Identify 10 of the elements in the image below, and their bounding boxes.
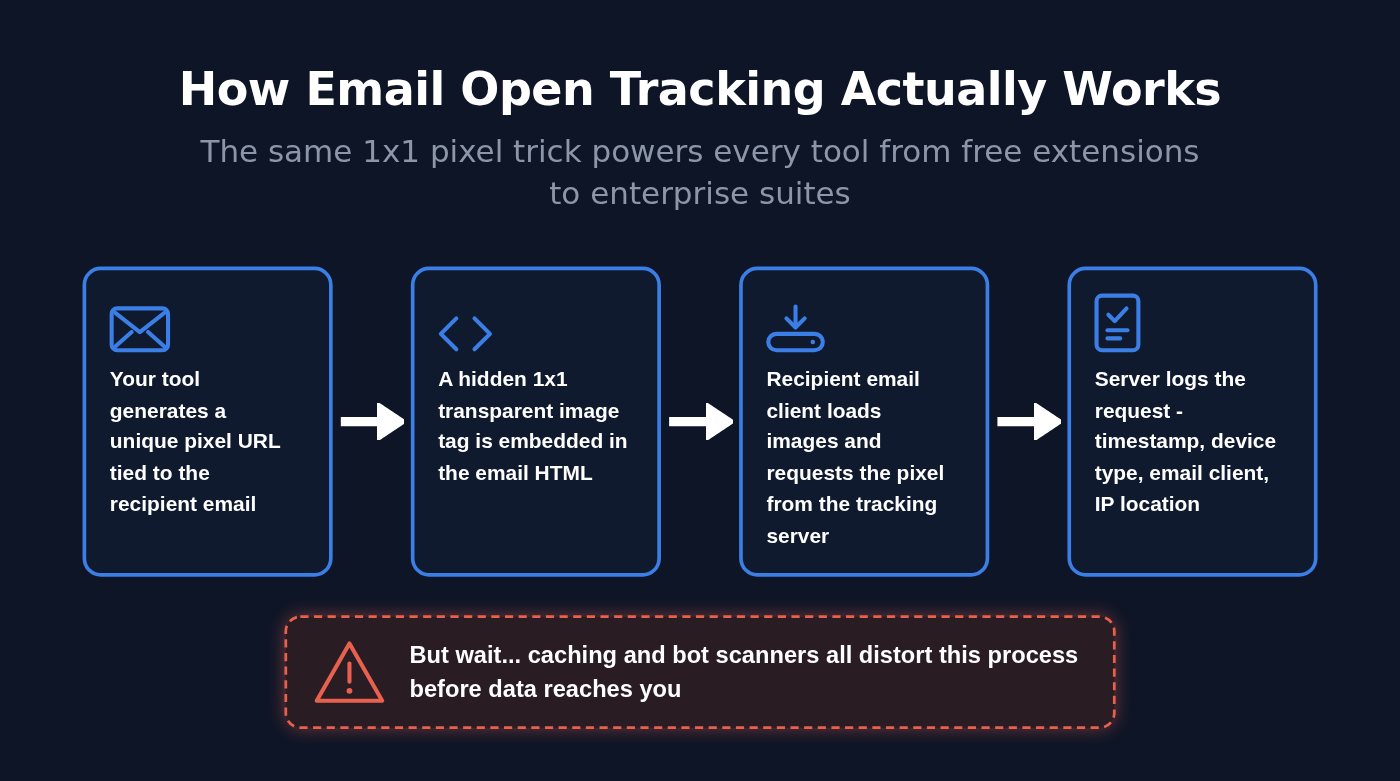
warning-text: But wait... caching and bot scanners all distort this process before data reaches you <box>409 640 1080 705</box>
arrow <box>340 406 406 437</box>
subtitle: The same 1x1 pixel trick powers every tool from free extensions to enterprise suites <box>200 132 1200 214</box>
arrow <box>669 406 735 437</box>
step-text: Your tool generates a unique pixel URL tied to the recipient email <box>109 365 282 518</box>
diagram-title: How Email Open Tracking Actually Works <box>178 62 1222 118</box>
step-text: Server logs the request - timestamp, device type, email client, IP location <box>1094 365 1278 518</box>
step-text: A hidden 1x1 transparent image tag is embedded in the email HTML <box>438 365 629 487</box>
arrow <box>997 406 1063 437</box>
step-text: Recipient email client loads images and requests the pixel from the tracking server <box>766 365 946 550</box>
